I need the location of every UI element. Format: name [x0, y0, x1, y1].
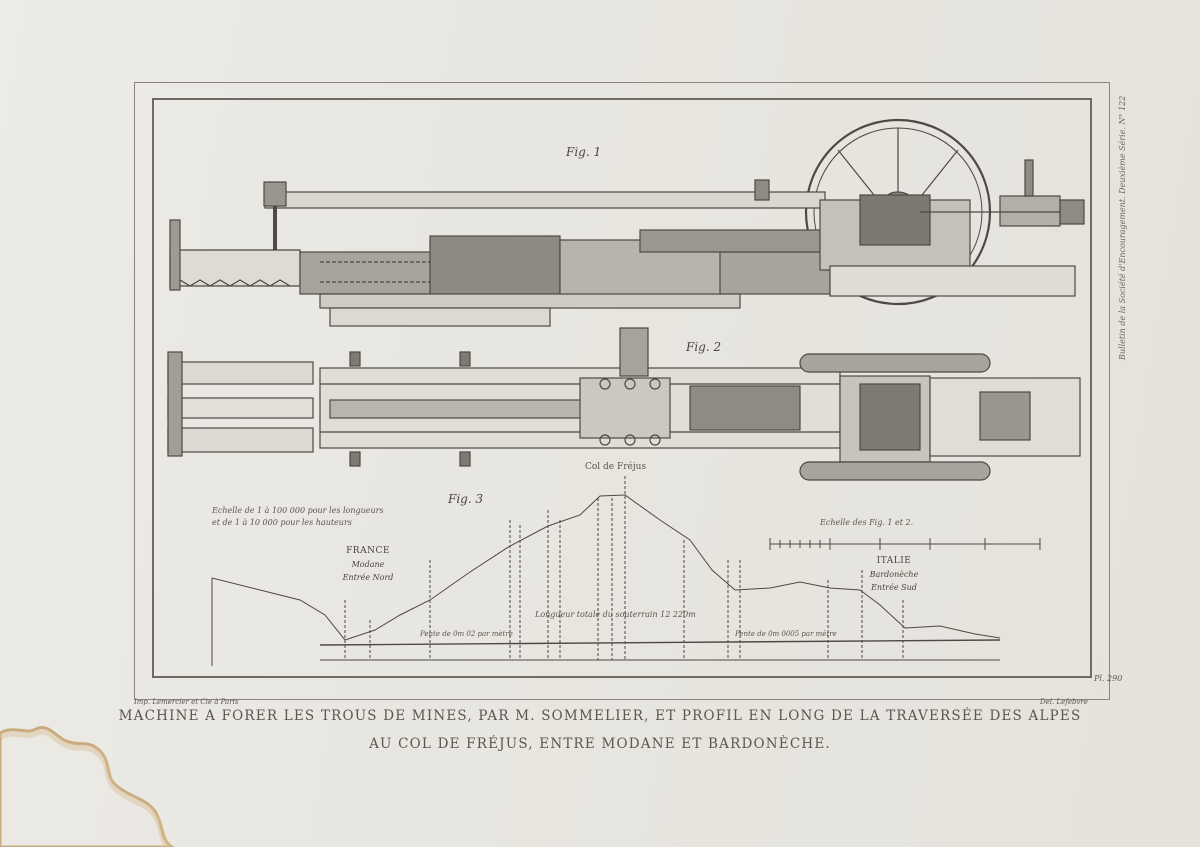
engraver-right: Del. Lefebvre — [1040, 698, 1088, 706]
caption-line-1: MACHINE A FORER LES TROUS DE MINES, PAR … — [118, 708, 1082, 724]
fig3-label: Fig. 3 — [448, 492, 484, 506]
slope-left-note: Pente de 0m 02 par mètre — [420, 630, 513, 638]
france-label: FRANCE — [346, 546, 390, 556]
plate-number: Pl. 290 — [1094, 674, 1123, 683]
scale-note-vertical-2: et de 1 à 10 000 pour les hauteurs — [212, 518, 352, 527]
plate-outer-border — [134, 82, 1110, 700]
fig1-machine-elevation — [169, 118, 1085, 327]
fig2-machine-plan — [167, 327, 1081, 481]
tunnel-length-note: Longueur totale du souterrain 12 220m — [535, 610, 696, 619]
caption-line-2: AU COL DE FRÉJUS, ENTRE MODANE ET BARDON… — [369, 736, 831, 752]
fig2-label: Fig. 2 — [686, 340, 722, 354]
italy-label: ITALIE — [876, 556, 912, 566]
france-entry: Entrée Nord — [342, 573, 394, 582]
scale-note-figs: Echelle des Fig. 1 et 2. — [820, 518, 914, 527]
italy-entry: Entrée Sud — [871, 583, 917, 592]
italy-town: Bardonèche — [869, 570, 919, 579]
water-stain — [0, 726, 175, 847]
france-town: Modane — [351, 560, 385, 569]
scale-note-vertical-1: Echelle de 1 à 100 000 pour les longueur… — [212, 506, 384, 515]
engraver-left: Imp. Lemercier et Cie à Paris — [134, 698, 239, 706]
summit-label: Col de Fréjus — [585, 462, 647, 472]
slope-right-note: Pente de 0m 0005 par mètre — [735, 630, 837, 638]
plate-inner-border — [152, 98, 1092, 678]
fig1-label: Fig. 1 — [566, 145, 602, 159]
side-note: Bulletin de la Société d'Encouragement. … — [1118, 95, 1127, 360]
fig3-alpine-profile — [211, 476, 1041, 666]
